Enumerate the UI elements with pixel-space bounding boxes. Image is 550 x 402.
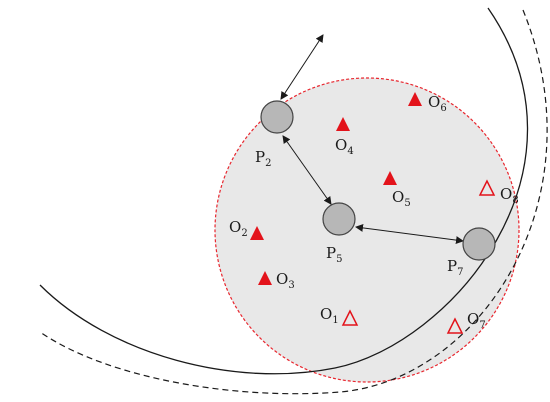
obstacle-o7-triangle [446, 317, 464, 334]
label-o4: O4 [335, 136, 354, 157]
label-p2: P2 [255, 148, 271, 169]
label-p7: P7 [447, 257, 463, 278]
node-p5 [322, 202, 356, 236]
obstacle-o1-triangle [341, 309, 359, 326]
link-p2-p5 [282, 135, 332, 205]
obstacle-o5-triangle [383, 171, 397, 185]
boundary-arc-solid [39, 7, 529, 375]
obstacle-o2-triangle [250, 226, 264, 240]
node-p7 [462, 227, 496, 261]
obstacle-o3-triangle [258, 271, 272, 285]
label-o8: O8 [500, 185, 519, 206]
label-p5: P5 [326, 244, 342, 265]
obstacle-o8-triangle [478, 179, 496, 196]
link-p2-outside [280, 34, 324, 100]
label-o3: O3 [276, 270, 295, 291]
label-o7: O7 [467, 310, 486, 331]
boundary-arc-dashed [39, 9, 548, 395]
label-o6: O6 [428, 93, 447, 114]
obstacle-o4-triangle [336, 117, 350, 131]
label-o2: O2 [229, 218, 248, 239]
obstacle-o6-triangle [408, 92, 422, 106]
node-p2 [260, 100, 294, 134]
label-o1: O1 [320, 305, 339, 326]
link-p5-p7 [355, 223, 464, 245]
label-o5: O5 [392, 188, 411, 209]
